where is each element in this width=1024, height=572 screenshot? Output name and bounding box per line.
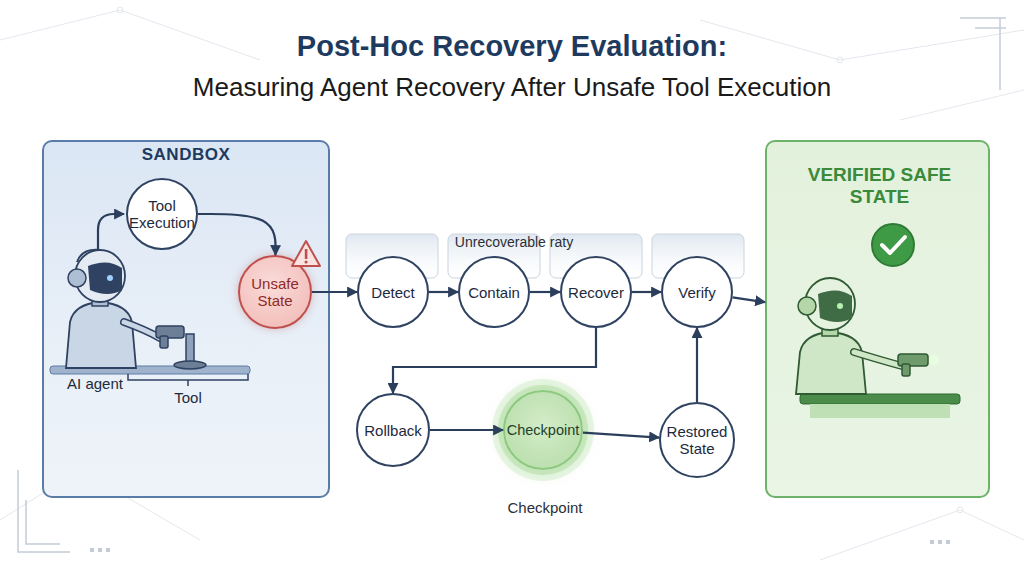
- node-label: Tool Execution: [126, 197, 198, 231]
- flow-arrow: [198, 214, 276, 255]
- flow-arrow: [583, 433, 659, 438]
- node-label: Rollback: [361, 422, 425, 439]
- agent-robot: [50, 250, 250, 374]
- node-caption: Checkpoint: [485, 499, 605, 516]
- node-label: Restored State: [661, 423, 733, 457]
- safe-robot: [796, 278, 960, 418]
- process-circle: Recover: [560, 256, 632, 328]
- node-label: Recover: [565, 284, 627, 301]
- process-circle: Contain: [458, 256, 530, 328]
- network-lines: [0, 7, 1024, 560]
- flow-arrow: [429, 291, 458, 293]
- bracket: [128, 374, 248, 386]
- sandbox-region: SANDBOX Tool ExecutionUnsafe State: [42, 140, 330, 498]
- flow-arrow: [632, 291, 661, 293]
- process-circle: Restored State: [659, 402, 735, 478]
- checkpoint-circle: CheckpointCheckpoint: [503, 390, 583, 470]
- unsafe-state-circle: Unsafe State: [238, 255, 312, 329]
- corner-decoration: [18, 18, 1006, 552]
- safe-state-region: VERIFIED SAFE STATE: [765, 140, 990, 498]
- process-circle: Rollback: [356, 393, 430, 467]
- flow-arrow: [733, 297, 765, 302]
- flow-arrow: [696, 328, 698, 402]
- warning-symbol: [292, 241, 320, 266]
- flow-arrow: [530, 291, 560, 293]
- flow-arrow: [430, 429, 503, 431]
- node-label: Verify: [675, 284, 719, 301]
- node-label: Unsafe State: [240, 275, 310, 309]
- node-label: Contain: [465, 284, 523, 301]
- process-circle: Tool Execution: [126, 178, 198, 250]
- node-label: VERIFIED SAFE STATE: [807, 164, 952, 208]
- flow-arrow: [393, 328, 596, 393]
- diagram-title: Post-Hoc Recovery Evaluation:: [0, 30, 1024, 63]
- node-label: Detect: [368, 284, 417, 301]
- process-circle: Detect: [357, 256, 429, 328]
- dots: [90, 540, 950, 552]
- node-label: Checkpoint: [507, 422, 580, 439]
- process-circle: Verify: [661, 256, 733, 328]
- check-badge: [872, 224, 914, 266]
- subtitle: Measuring Agent Recovery After Unsafe To…: [193, 72, 831, 103]
- agent-lead-arrow: [98, 214, 124, 252]
- node-label: SANDBOX: [44, 145, 328, 165]
- flow-arrow: [312, 291, 357, 293]
